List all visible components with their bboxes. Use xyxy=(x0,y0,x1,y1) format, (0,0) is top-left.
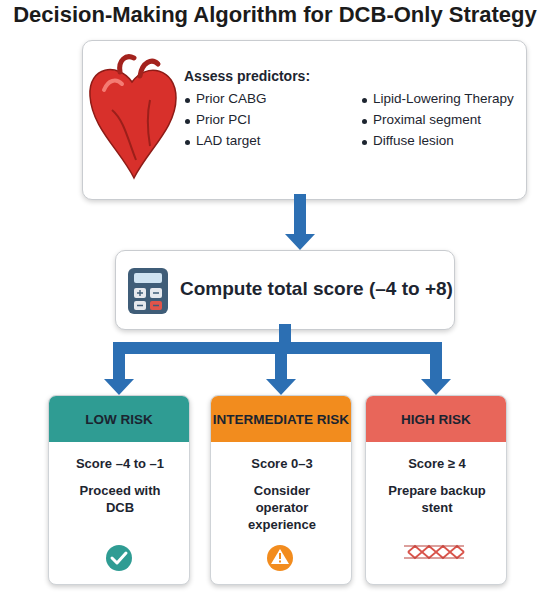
predictor-item: Prior CABG xyxy=(196,91,267,106)
calculator-screen xyxy=(134,273,162,283)
heart-vessels xyxy=(120,57,158,76)
warning-dot xyxy=(279,561,281,563)
stent-mesh xyxy=(408,546,464,558)
bullet-dot xyxy=(185,119,190,124)
calculator-key xyxy=(134,288,146,298)
risk-heading: HIGH RISK xyxy=(366,396,506,442)
box-heading: Assess predictors: xyxy=(184,68,310,84)
predictor-item: Lipid-Lowering Therapy xyxy=(373,91,514,106)
bullet-dot xyxy=(185,98,190,103)
predictor-item: LAD target xyxy=(196,133,261,148)
process-box: Compute total score (–4 to +8) xyxy=(115,250,455,330)
arrow-shaft xyxy=(119,330,285,379)
score-range: Score ≥ 4 xyxy=(374,456,500,471)
flow-arrow xyxy=(285,200,315,250)
bullet-dot xyxy=(185,140,190,145)
arrow-head xyxy=(421,379,451,395)
risk-band: LOW RISK xyxy=(49,396,189,442)
arrow-head xyxy=(104,379,134,395)
predictor-item: Proximal segment xyxy=(373,112,481,127)
risk-box: INTERMEDIATE RISK Score 0–3Consider opera… xyxy=(210,395,352,585)
risk-box: HIGH RISK Score ≥ 4 Prepare backup stent xyxy=(365,395,507,585)
heart-icon xyxy=(90,57,176,178)
bullet-dot xyxy=(362,140,367,145)
risk-band: INTERMEDIATE RISK xyxy=(211,396,351,442)
calculator-key xyxy=(134,301,146,310)
calculator-icon xyxy=(128,268,168,314)
warning-triangle xyxy=(271,549,289,564)
heart-highlight xyxy=(104,81,122,90)
warning-circle xyxy=(267,545,293,571)
arrow-shaft xyxy=(281,330,285,379)
arrow-head xyxy=(285,234,315,250)
risk-box: LOW RISK Score –4 to –1 Proceed with DCB xyxy=(48,395,190,585)
action-text: Prepare backup stent xyxy=(382,482,492,516)
stent-edge xyxy=(404,546,464,558)
flow-arrow xyxy=(104,330,285,395)
coronary-artery xyxy=(112,100,150,160)
risk-heading: LOW RISK xyxy=(49,396,189,442)
action-text: Proceed with DCB xyxy=(65,482,175,516)
bullet-dot xyxy=(362,98,367,103)
arrow-shaft xyxy=(294,200,306,234)
warning-bar xyxy=(279,553,281,559)
stent-icon xyxy=(404,546,464,558)
arrow-shaft xyxy=(285,330,436,379)
warning-icon xyxy=(267,545,293,571)
predictor-item: Prior PCI xyxy=(196,112,251,127)
predictor-box: Assess predictors: Prior CABG Prior PCI LAD… xyxy=(82,40,527,200)
risk-heading: INTERMEDIATE RISK xyxy=(211,396,351,442)
check-circle xyxy=(106,545,132,571)
heart-shape xyxy=(90,70,176,178)
action-text: Consider operator experience xyxy=(227,482,337,533)
diagram-title: Decision-Making Algorithm for DCB-Only S… xyxy=(10,2,540,28)
bullet-dot xyxy=(362,119,367,124)
calculator-body xyxy=(128,268,168,314)
score-range: Score –4 to –1 xyxy=(57,456,183,471)
process-label: Compute total score (–4 to +8) xyxy=(180,278,453,300)
calculator-symbols xyxy=(137,290,159,306)
risk-band: HIGH RISK xyxy=(366,396,506,442)
calculator-key xyxy=(150,301,162,310)
calculator-key xyxy=(150,288,162,298)
flow-arrow xyxy=(266,330,296,395)
arrow-head xyxy=(266,379,296,395)
check-icon xyxy=(106,545,132,571)
check-mark xyxy=(112,553,126,563)
score-range: Score 0–3 xyxy=(219,456,345,471)
flow-arrow xyxy=(285,330,451,395)
predictor-item: Diffuse lesion xyxy=(373,133,454,148)
